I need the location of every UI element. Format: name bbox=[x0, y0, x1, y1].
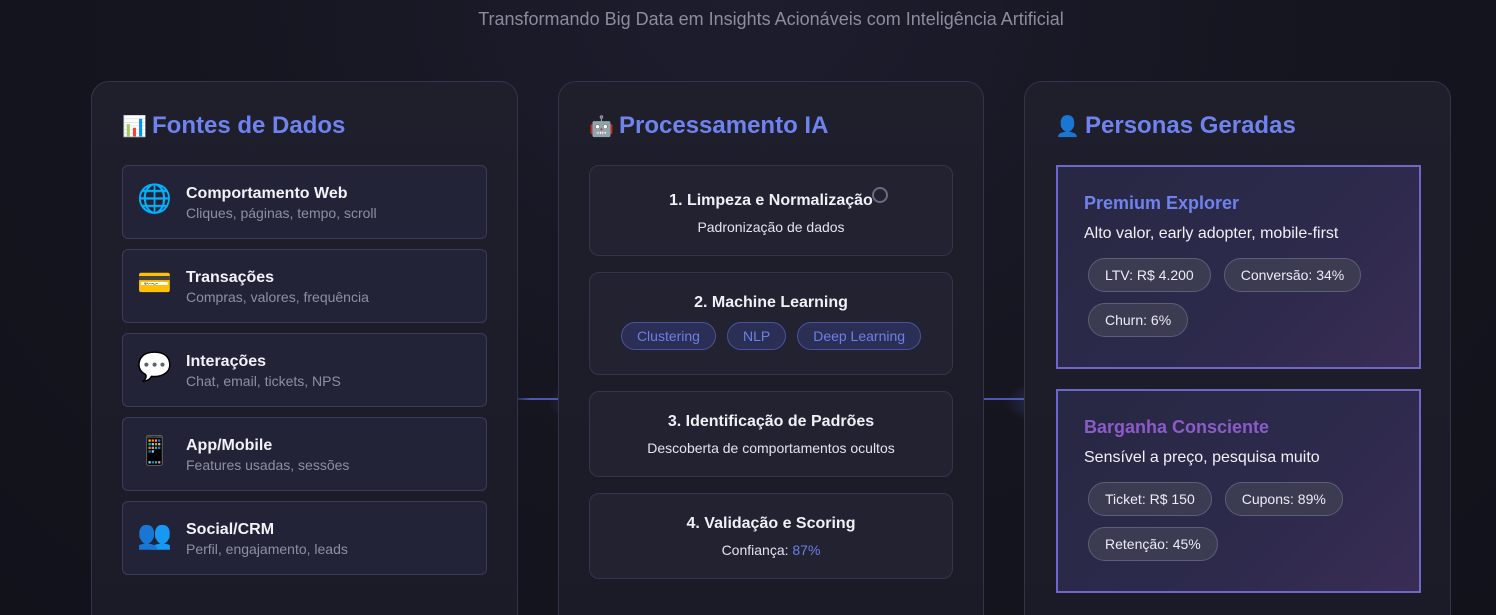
generated-personas-panel: 👤 Personas Geradas Premium Explorer Alto… bbox=[1024, 81, 1451, 615]
metric-chip-conversion: Conversão: 34% bbox=[1223, 258, 1362, 292]
step-title: 1. Limpeza e Normalização bbox=[669, 192, 873, 209]
ai-processing-panel: 🤖 Processamento IA 1. Limpeza e Normaliz… bbox=[558, 81, 984, 615]
step-desc: Padronização de dados bbox=[697, 219, 845, 235]
confidence-readout: Confiança: 87% bbox=[590, 542, 952, 558]
source-desc: Perfil, engajamento, leads bbox=[186, 541, 348, 557]
loading-spinner-icon bbox=[872, 187, 888, 203]
personas-title-text: Personas Geradas bbox=[1085, 112, 1296, 139]
tag-clustering[interactable]: Clustering bbox=[620, 322, 716, 350]
persona-desc: Sensível a preço, pesquisa muito bbox=[1084, 449, 1320, 466]
globe-icon: 🌐 bbox=[137, 183, 172, 214]
source-item-transactions[interactable]: 💳 Transações Compras, valores, frequênci… bbox=[122, 249, 487, 323]
persona-desc: Alto valor, early adopter, mobile-first bbox=[1084, 225, 1339, 242]
step-pattern-identification[interactable]: 3. Identificação de Padrões Descoberta d… bbox=[589, 391, 953, 477]
step-desc: Descoberta de comportamentos ocultos bbox=[647, 440, 895, 456]
connector-sources-processing bbox=[510, 398, 560, 400]
personas-panel-title: 👤 Personas Geradas bbox=[1055, 112, 1296, 140]
data-sources-panel: 📊 Fontes de Dados 🌐 Comportamento Web Cl… bbox=[91, 81, 518, 615]
robot-icon: 🤖 bbox=[589, 115, 614, 138]
persona-metrics: LTV: R$ 4.200 Conversão: 34% Churn: 6% bbox=[1088, 258, 1408, 337]
metric-chip-retention: Retenção: 45% bbox=[1088, 527, 1218, 561]
step-title: 3. Identificação de Padrões bbox=[667, 413, 875, 430]
mobile-phone-icon: 📱 bbox=[137, 435, 172, 466]
tag-nlp[interactable]: NLP bbox=[726, 322, 787, 350]
confidence-value: 87% bbox=[792, 542, 821, 558]
step-title: 2. Machine Learning bbox=[694, 294, 848, 311]
persona-card-barganha-consciente[interactable]: Barganha Consciente Sensível a preço, pe… bbox=[1056, 389, 1421, 593]
persona-name: Premium Explorer bbox=[1084, 193, 1240, 213]
step-validation-scoring[interactable]: 4. Validação e Scoring Confiança: 87% bbox=[589, 493, 953, 579]
source-item-interactions[interactable]: 💬 Interações Chat, email, tickets, NPS bbox=[122, 333, 487, 407]
source-item-social-crm[interactable]: 👥 Social/CRM Perfil, engajamento, leads bbox=[122, 501, 487, 575]
sources-title-text: Fontes de Dados bbox=[152, 112, 346, 139]
source-desc: Chat, email, tickets, NPS bbox=[186, 373, 341, 389]
metric-chip-churn: Churn: 6% bbox=[1088, 303, 1189, 337]
source-name: Interações bbox=[186, 353, 267, 370]
metric-chip-ltv: LTV: R$ 4.200 bbox=[1088, 258, 1211, 292]
source-name: Comportamento Web bbox=[186, 185, 348, 202]
source-item-web[interactable]: 🌐 Comportamento Web Cliques, páginas, te… bbox=[122, 165, 487, 239]
user-icon: 👤 bbox=[1055, 115, 1080, 138]
connector-processing-personas bbox=[958, 398, 1024, 400]
page-subtitle: Transformando Big Data em Insights Acion… bbox=[478, 9, 1064, 29]
persona-name: Barganha Consciente bbox=[1084, 417, 1270, 437]
source-desc: Features usadas, sessões bbox=[186, 457, 350, 473]
source-desc: Cliques, páginas, tempo, scroll bbox=[186, 205, 377, 221]
users-icon: 👥 bbox=[137, 519, 172, 550]
credit-card-icon: 💳 bbox=[137, 267, 172, 298]
source-name: Transações bbox=[186, 269, 275, 286]
bar-chart-icon: 📊 bbox=[122, 115, 147, 138]
tag-deep-learning[interactable]: Deep Learning bbox=[797, 322, 922, 350]
source-name: App/Mobile bbox=[186, 437, 273, 454]
step-machine-learning[interactable]: 2. Machine Learning Clustering NLP Deep … bbox=[589, 272, 953, 375]
ml-tags: Clustering NLP Deep Learning bbox=[590, 322, 952, 350]
step-title: 4. Validação e Scoring bbox=[686, 515, 856, 532]
source-name: Social/CRM bbox=[186, 521, 275, 538]
persona-card-premium-explorer[interactable]: Premium Explorer Alto valor, early adopt… bbox=[1056, 165, 1421, 369]
metric-chip-ticket: Ticket: R$ 150 bbox=[1088, 482, 1212, 516]
sources-panel-title: 📊 Fontes de Dados bbox=[122, 112, 345, 140]
step-cleaning[interactable]: 1. Limpeza e Normalização Padronização d… bbox=[589, 165, 953, 256]
metric-chip-coupons: Cupons: 89% bbox=[1224, 482, 1343, 516]
confidence-label: Confiança: bbox=[721, 542, 793, 558]
source-item-mobile[interactable]: 📱 App/Mobile Features usadas, sessões bbox=[122, 417, 487, 491]
speech-bubble-icon: 💬 bbox=[137, 351, 172, 382]
source-desc: Compras, valores, frequência bbox=[186, 289, 369, 305]
processing-title-text: Processamento IA bbox=[619, 112, 829, 139]
persona-metrics: Ticket: R$ 150 Cupons: 89% Retenção: 45% bbox=[1088, 482, 1408, 561]
processing-panel-title: 🤖 Processamento IA bbox=[589, 112, 828, 140]
